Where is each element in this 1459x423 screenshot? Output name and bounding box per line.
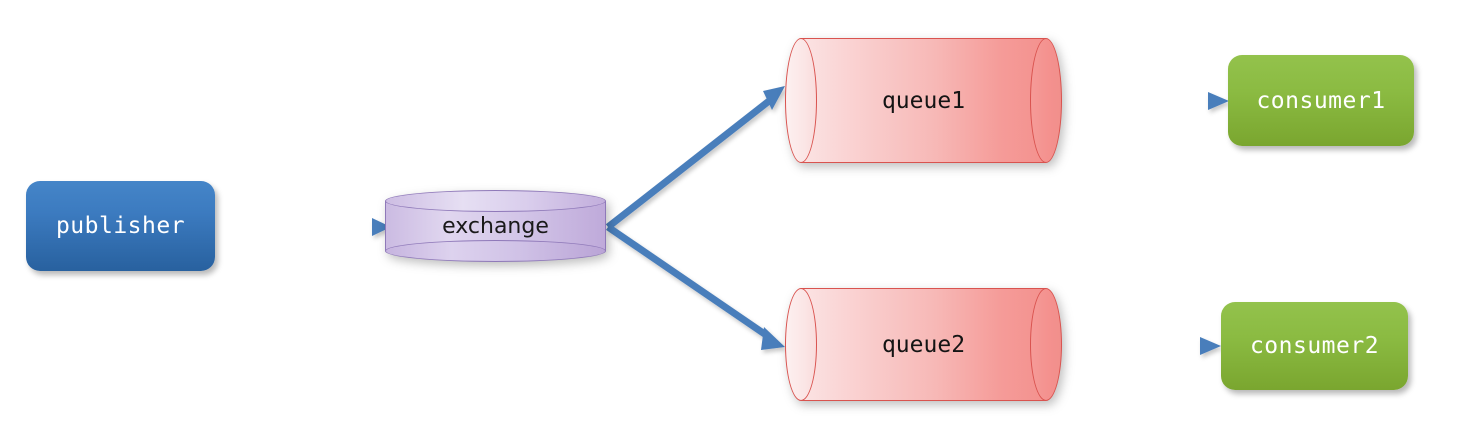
exchange-cylinder-top: [385, 190, 606, 212]
edge-publisher-to-exchange: [216, 218, 391, 236]
node-publisher-label: publisher: [55, 213, 186, 239]
node-exchange-label: exchange: [442, 213, 549, 239]
queue2-cylinder-body: [801, 288, 1046, 401]
edge-exchange-to-queue2: [606, 224, 785, 350]
node-queue1-label: queue1: [881, 87, 966, 114]
exchange-cylinder-bottom: [385, 240, 606, 262]
node-queue1[interactable]: queue1: [785, 38, 1062, 163]
edge-exchange-to-queue1: [605, 86, 785, 230]
node-consumer2-label: consumer2: [1249, 333, 1380, 359]
node-consumer2[interactable]: consumer2: [1221, 302, 1408, 390]
node-publisher[interactable]: publisher: [26, 181, 215, 271]
node-exchange[interactable]: exchange: [385, 190, 606, 262]
node-consumer1[interactable]: consumer1: [1228, 55, 1414, 146]
queue1-cylinder-left-cap: [785, 38, 817, 163]
node-queue2[interactable]: queue2: [785, 288, 1062, 401]
queue2-cylinder-right-cap: [1030, 288, 1062, 401]
queue1-cylinder-right-cap: [1030, 38, 1062, 163]
queue2-cylinder-left-cap: [785, 288, 817, 401]
node-consumer1-label: consumer1: [1256, 87, 1386, 114]
edge-queue1-to-consumer1: [1062, 92, 1229, 110]
edge-queue2-to-consumer2: [1062, 337, 1221, 355]
node-queue2-label: queue2: [881, 331, 966, 358]
queue1-cylinder-body: [801, 38, 1046, 163]
